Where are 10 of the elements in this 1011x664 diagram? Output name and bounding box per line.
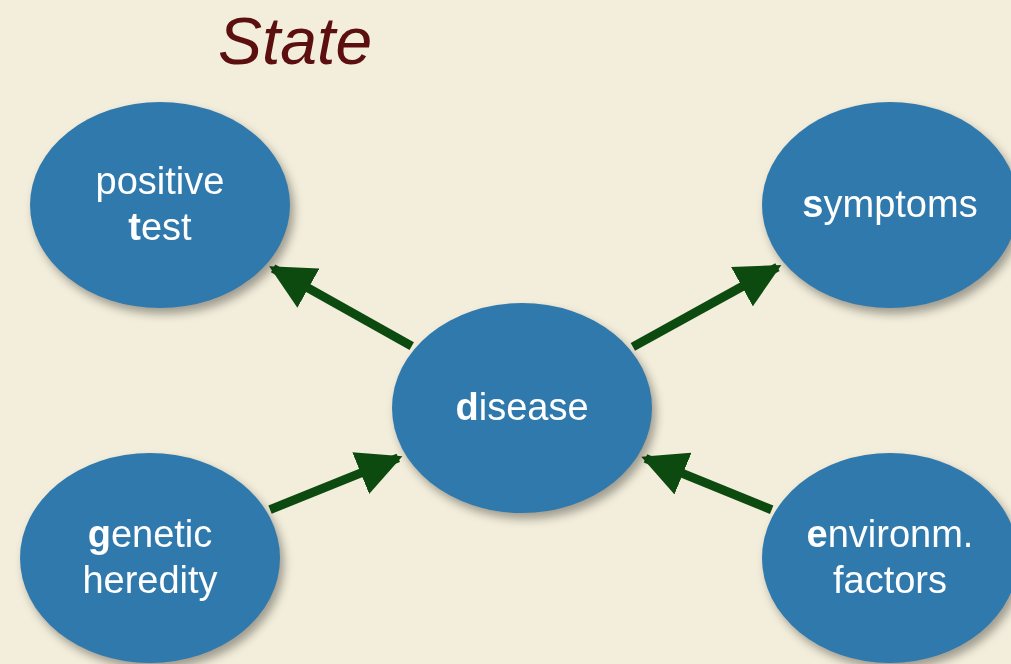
node-label: positive test (94, 159, 226, 250)
node-label: disease (454, 385, 590, 431)
title: State (218, 8, 373, 74)
arrow (269, 264, 414, 351)
arrow (268, 452, 403, 514)
arrow (630, 263, 782, 351)
node-label: symptoms (801, 182, 979, 228)
node-label: environm. factors (805, 512, 975, 603)
node-label: genetic heredity (81, 512, 219, 603)
arrow (641, 452, 774, 514)
